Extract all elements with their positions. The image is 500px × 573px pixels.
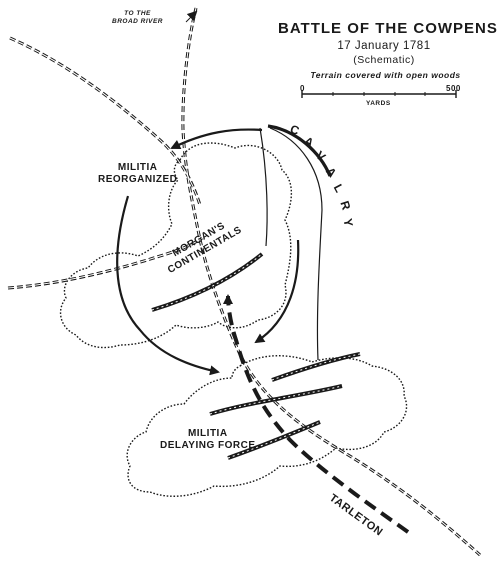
- scale-unit: YARDS: [366, 100, 391, 107]
- militia-retreat-arrow: [116, 195, 220, 376]
- cavalry-charge-arrow: [254, 239, 300, 344]
- militia-line-2: [271, 352, 361, 382]
- road-label: TO THE BROAD RIVER: [112, 10, 163, 26]
- woods-legend: Terrain covered with open woods: [310, 70, 461, 80]
- continentals-line: [151, 252, 264, 312]
- militia-reorganized-line-1: MILITIA: [117, 162, 158, 173]
- cavalry-bracket: [267, 124, 332, 177]
- map-note: (Schematic): [353, 54, 415, 66]
- river-arrow: [185, 10, 198, 23]
- cavalry-route: [269, 127, 323, 361]
- roads: [7, 7, 482, 557]
- map-date: 17 January 1781: [337, 40, 431, 52]
- road-label-line-1: TO THE: [124, 10, 151, 17]
- scale-bar: [301, 90, 457, 98]
- militia-delaying-force-line-1: MILITIA: [187, 428, 228, 439]
- road-broad-river: [181, 7, 482, 557]
- woods-south: [126, 355, 408, 497]
- cavalry-sweep-arrow: [170, 128, 263, 150]
- militia-delaying-force-line-2: DELAYING FORCE: [160, 439, 256, 451]
- woods-north: [59, 142, 293, 349]
- scale-end: 500: [446, 84, 461, 93]
- militia-reorganized-label: MILITIA REORGANIZED: [98, 162, 177, 185]
- road-label-line-2: BROAD RIVER: [112, 17, 164, 25]
- movement-arrows: [116, 128, 300, 376]
- militia-line-1: [209, 384, 343, 416]
- militia-delaying-force-label: MILITIA DELAYING FORCE: [160, 428, 256, 451]
- militia-reorganized-line-2: REORGANIZED: [98, 173, 178, 185]
- cavalry-route-2: [259, 127, 268, 247]
- tarleton-advance: [223, 294, 410, 534]
- map-title: BATTLE OF THE COWPENS: [278, 20, 498, 37]
- woods: [59, 142, 408, 497]
- scale-start: 0: [300, 84, 305, 93]
